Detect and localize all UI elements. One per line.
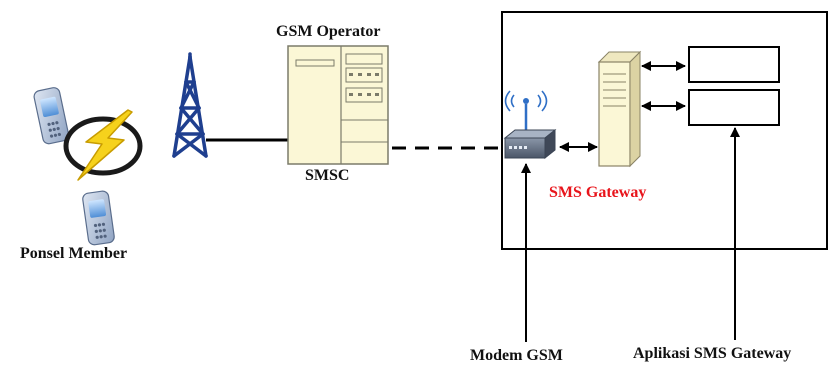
gateway-boundary-box — [501, 11, 828, 250]
gsm-modem-icon — [503, 90, 557, 160]
ponsel-member-label: Ponsel Member — [20, 245, 128, 262]
cell-tower-icon — [172, 52, 208, 158]
smsc-label: SMSC — [305, 167, 350, 184]
mobile-phone-icon — [82, 190, 115, 246]
smsc-server-icon — [287, 45, 389, 165]
aplikasi-sms-gateway-label: Aplikasi SMS Gateway — [633, 345, 792, 362]
sms-gateway-label: SMS Gateway — [549, 184, 647, 201]
lightning-icon — [63, 109, 143, 181]
application-box-top — [688, 46, 780, 83]
modem-gsm-label: Modem GSM — [470, 347, 563, 364]
application-box-bottom — [688, 89, 780, 126]
mobile-phone-icon — [33, 87, 70, 145]
gateway-server-icon — [597, 50, 642, 168]
gsm-operator-label: GSM Operator — [276, 23, 381, 40]
